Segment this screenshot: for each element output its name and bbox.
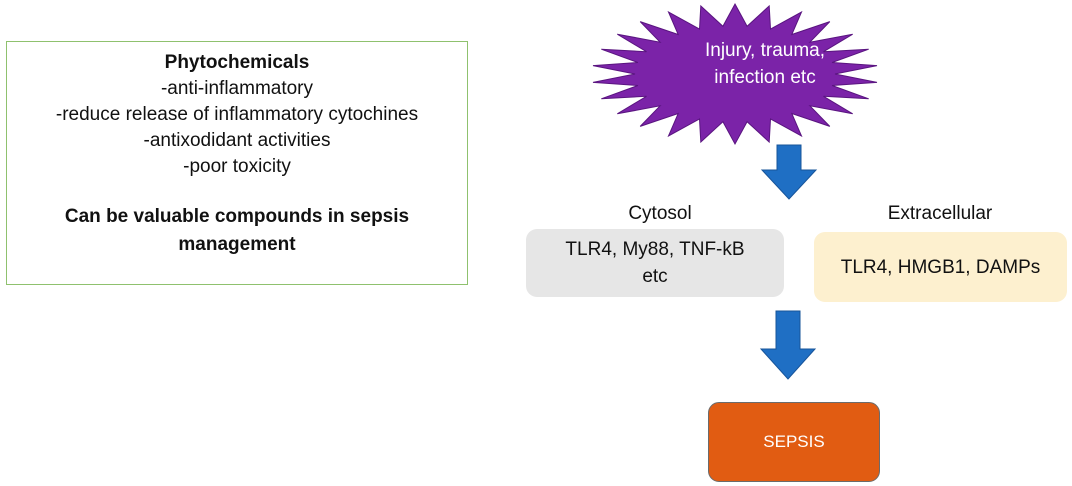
cytosol-line-1: TLR4, My88, TNF-kB [565, 239, 745, 260]
phytochemicals-box: Phytochemicals -anti-inflammatory -reduc… [6, 41, 468, 285]
conclusion-line-2: management [178, 234, 296, 255]
property-antioxidant: -antixodidant activities [143, 130, 331, 151]
trigger-starburst [592, 2, 878, 146]
extracellular-text: TLR4, HMGB1, DAMPs [840, 256, 1041, 278]
property-poor-toxicity: -poor toxicity [183, 156, 291, 177]
phytochemicals-conclusion: Can be valuable compounds in sepsis mana… [7, 203, 467, 259]
trigger-line-2: infection etc [714, 67, 816, 88]
cytosol-line-2: etc [642, 266, 668, 287]
extracellular-box: TLR4, HMGB1, DAMPs [814, 232, 1067, 302]
phytochemicals-title: Phytochemicals [164, 52, 310, 73]
conclusion-line-1: Can be valuable compounds in sepsis [64, 206, 410, 227]
trigger-line-1: Injury, trauma, [704, 40, 826, 61]
trigger-label: Injury, trauma, infection etc [655, 37, 875, 91]
cytosol-label: Cytosol [628, 203, 692, 224]
cytosol-box: TLR4, My88, TNF-kB etc [526, 229, 784, 297]
sepsis-box: SEPSIS [708, 402, 880, 482]
arrow-down-icon [760, 143, 818, 201]
extracellular-label: Extracellular [887, 203, 993, 224]
sepsis-label: SEPSIS [763, 432, 825, 451]
property-reduce-cytokines: -reduce release of inflammatory cytochin… [55, 104, 419, 125]
property-anti-inflammatory: -anti-inflammatory [160, 78, 314, 99]
arrow-down-icon [759, 309, 817, 381]
